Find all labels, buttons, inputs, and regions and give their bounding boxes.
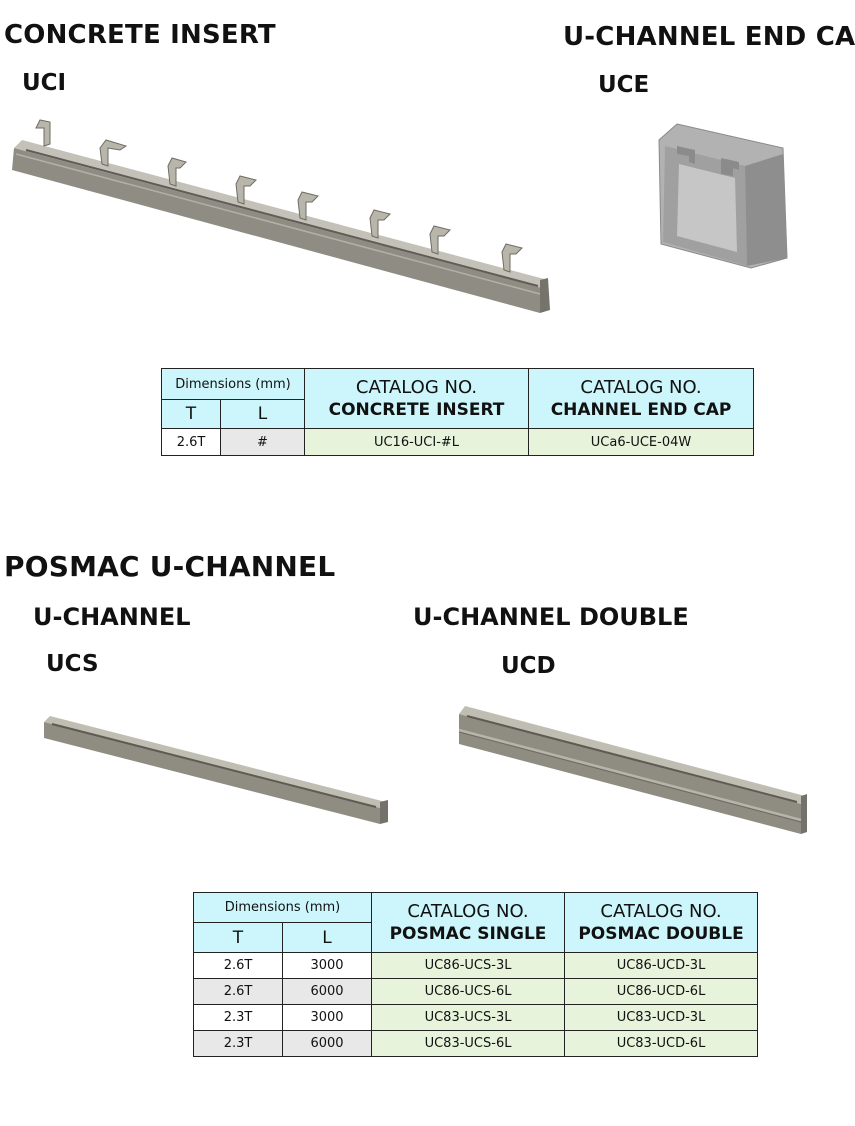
catalog-header-posmac-double: CATALOG NO. POSMAC DOUBLE xyxy=(564,892,759,953)
cell-t: 2.6T xyxy=(193,978,283,1005)
dimensions-header: Dimensions (mm) xyxy=(192,892,373,923)
table-row: 2.6T 3000 UC86-UCS-3L UC86-UCD-3L xyxy=(193,952,759,979)
concrete-insert-title: CONCRETE INSERT xyxy=(4,20,276,50)
cell-t: 2.6T xyxy=(193,952,283,979)
cell-catalog-double: UC83-UCD-6L xyxy=(564,1030,759,1057)
cell-l: 3000 xyxy=(281,952,373,979)
cell-l: # xyxy=(219,428,306,456)
dimensions-header: Dimensions (mm) xyxy=(160,368,306,400)
concrete-insert-spec-table: Dimensions (mm) CATALOG NO. CONCRETE INS… xyxy=(160,368,755,456)
table-row: 2.6T 6000 UC86-UCS-6L UC86-UCD-6L xyxy=(193,978,759,1005)
cell-catalog-single: UC83-UCS-3L xyxy=(371,1004,566,1031)
cell-t: 2.6T xyxy=(161,428,221,456)
u-channel-double-code: UCD xyxy=(501,653,556,679)
cell-catalog-end-cap: UCa6-UCE-04W xyxy=(528,428,755,456)
catalog-header-posmac-single: CATALOG NO. POSMAC SINGLE xyxy=(371,892,566,953)
catalog-header-end-cap: CATALOG NO. CHANNEL END CAP xyxy=(528,368,755,429)
catalog-header-line2: CONCRETE INSERT xyxy=(328,399,505,420)
column-header-l: L xyxy=(219,399,306,429)
cell-catalog-insert: UC16-UCI-#L xyxy=(304,428,530,456)
cell-catalog-double: UC83-UCD-3L xyxy=(564,1004,759,1031)
cell-catalog-single: UC86-UCS-6L xyxy=(371,978,566,1005)
catalog-header-line2: CHANNEL END CAP xyxy=(550,399,732,420)
posmac-title: POSMAC U-CHANNEL xyxy=(4,550,336,583)
cell-l: 6000 xyxy=(281,978,373,1005)
end-cap-image xyxy=(658,123,788,269)
catalog-header-concrete-insert: CATALOG NO. CONCRETE INSERT xyxy=(304,368,530,429)
table-row: 2.3T 6000 UC83-UCS-6L UC83-UCD-6L xyxy=(193,1030,759,1057)
u-channel-double-title: U-CHANNEL DOUBLE xyxy=(413,603,689,631)
posmac-spec-table: Dimensions (mm) CATALOG NO. POSMAC SINGL… xyxy=(192,892,759,1057)
cell-catalog-double: UC86-UCD-3L xyxy=(564,952,759,979)
concrete-insert-code: UCI xyxy=(22,70,67,96)
cell-catalog-single: UC83-UCS-6L xyxy=(371,1030,566,1057)
cell-t: 2.3T xyxy=(193,1030,283,1057)
u-channel-code: UCS xyxy=(46,651,99,677)
cell-l: 3000 xyxy=(281,1004,373,1031)
u-channel-double-image xyxy=(458,706,807,834)
table-row: 2.6T # UC16-UCI-#L UCa6-UCE-04W xyxy=(161,428,755,456)
cell-t: 2.3T xyxy=(193,1004,283,1031)
catalog-header-line1: CATALOG NO. xyxy=(580,376,702,398)
end-cap-title: U-CHANNEL END CAP xyxy=(563,22,855,52)
catalog-header-line2: POSMAC SINGLE xyxy=(389,923,547,944)
end-cap-code: UCE xyxy=(598,72,650,98)
catalog-header-line1: CATALOG NO. xyxy=(355,376,478,398)
catalog-header-line1: CATALOG NO. xyxy=(407,900,529,922)
u-channel-title: U-CHANNEL xyxy=(33,603,191,631)
column-header-t: T xyxy=(193,922,283,953)
cell-l: 6000 xyxy=(281,1030,373,1057)
cell-catalog-double: UC86-UCD-6L xyxy=(564,978,759,1005)
column-header-t: T xyxy=(161,399,221,429)
concrete-insert-image xyxy=(12,119,550,313)
column-header-l: L xyxy=(281,922,373,953)
catalog-header-line1: CATALOG NO. xyxy=(600,900,722,922)
cell-catalog-single: UC86-UCS-3L xyxy=(371,952,566,979)
u-channel-image xyxy=(44,716,388,824)
catalog-header-line2: POSMAC DOUBLE xyxy=(578,923,744,944)
table-row: 2.3T 3000 UC83-UCS-3L UC83-UCD-3L xyxy=(193,1004,759,1031)
